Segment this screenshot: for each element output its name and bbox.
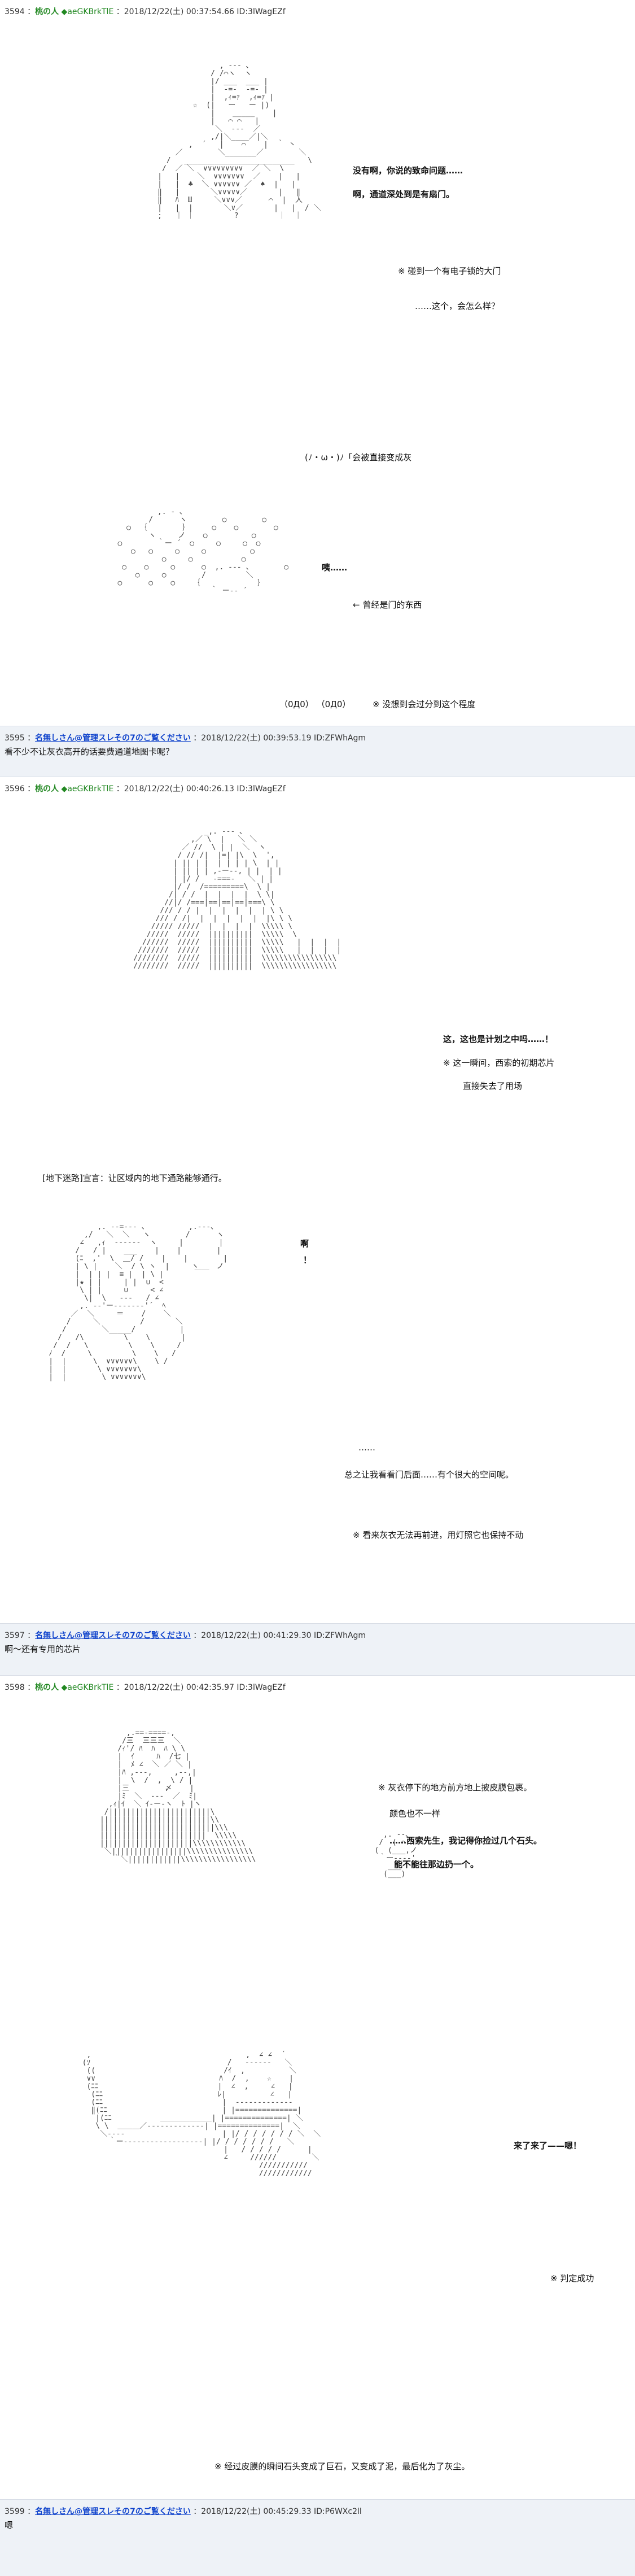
poster-name: 桃の人 (35, 784, 59, 794)
post-number: 3598 (5, 1683, 25, 1692)
post-id: ID:ZFWhAgm (313, 734, 366, 743)
post-date: 2018/12/22(土) 00:42:35.97 (124, 1683, 234, 1692)
post-date: 2018/12/22(土) 00:37:54.66 (124, 7, 234, 16)
poster-trip: ◆aeGKBrkTlE (61, 1683, 114, 1692)
dialogue-line: 这，这也是计划之中吗……！ (443, 1034, 554, 1044)
bubble-text: ！ (303, 1255, 312, 1265)
post-id: ID:3lWagEZf (237, 784, 286, 794)
reply-text: 嗯 (5, 2520, 14, 2530)
dialogue-line: 咦…… (322, 563, 348, 573)
post-number: 3594 (5, 7, 25, 16)
post-3594: 3594 ：桃の人 ◆aeGKBrkTlE ：2018/12/22(土) 00:… (0, 0, 635, 726)
dialogue-line: 来了来了——嗯！ (514, 2141, 582, 2151)
ascii-art-dust: ,. - ､ / ヽ ○ ○ ○ ｛ ｝ ○ ○ ○ ヽ ノ ○ ○ ○ ｀ー … (117, 508, 289, 595)
narration-line: 直接失去了用场 (463, 1081, 523, 1091)
reaction-faces: （0Д0） （0Д0） (279, 699, 351, 709)
dialogue-line: 总之让我看看门后面……有个很大的空间呢。 (344, 1470, 514, 1480)
post-number: 3595 (5, 734, 25, 743)
post-header: 3596 ：桃の人 ◆aeGKBrkTlE ：2018/12/22(土) 00:… (5, 784, 286, 794)
post-header: 3598 ：桃の人 ◆aeGKBrkTlE ：2018/12/22(土) 00:… (5, 1683, 286, 1692)
post-3595: 3595 ：名無しさん@管理スレその7のご覧ください ：2018/12/22(土… (0, 726, 635, 777)
ascii-art-figure-crouching: ,.==‐====‐, /三 三三三 ＼ /ｨ'/ ﾊ ﾊ ﾊ \ \ | ｲ … (99, 1729, 256, 1864)
ascii-art-figure: , -‐- ､ / /⌒ヽ ヽ |/ ___ ___ | | ‐=‐ ‐=‐ |… (157, 62, 321, 220)
post-date: 2018/12/22(土) 00:45:29.33 (201, 2507, 312, 2516)
dialogue-line: …… (358, 1442, 375, 1453)
post-date: 2018/12/22(土) 00:41:29.30 (201, 1631, 312, 1640)
post-number: 3596 (5, 784, 25, 794)
poster-name-link[interactable]: 名無しさん@管理スレその7のご覧ください (35, 2507, 191, 2516)
post-3597: 3597 ：名無しさん@管理スレその7のご覧ください ：2018/12/22(土… (0, 1624, 635, 1675)
narration-line: ※ 经过皮膜的瞬间石头变成了巨石，又变成了泥，最后化为了灰尘。 (214, 2461, 470, 2472)
dialogue-line: 能不能往那边扔一个。 (394, 1859, 479, 1869)
poster-trip: ◆aeGKBrkTlE (61, 7, 114, 16)
reply-text: 啊～还有专用的芯片 (5, 1644, 81, 1654)
post-header: 3595 ：名無しさん@管理スレその7のご覧ください ：2018/12/22(土… (5, 734, 366, 743)
poster-name-link[interactable]: 名無しさん@管理スレその7のご覧ください (35, 1631, 191, 1640)
poster-trip: ◆aeGKBrkTlE (61, 784, 114, 794)
ascii-art-cloaked-figure: _,. -‐- ､ ,／ \ | ＼ ＼ ／ // \ | | ＼ ヽ / //… (133, 827, 341, 970)
ascii-art-cat-creature: ,. ‐-､ / ( ⌒ ﾚ ( (___,ノ ｀ー‐‐-‐' ___ (___… (374, 1830, 418, 1878)
dialogue-line: (ﾉ・ω・)ﾉ「会被直接变成灰 (305, 452, 412, 463)
post-date: 2018/12/22(土) 00:40:26.13 (124, 784, 234, 794)
post-id: ID:3lWagEZf (237, 1683, 286, 1692)
post-3596: 3596 ：桃の人 ◆aeGKBrkTlE ：2018/12/22(土) 00:… (0, 777, 635, 1623)
ascii-art-girl-with-bubble: ,. ‐‐=‐‐- 、 ,.-‐-､ ,/ ＼ ＼ ヽ / ヽ ∠ ,ｨ ‐‐‐… (49, 1223, 228, 1381)
card-declaration: [地下迷路]宣言：让区域内的地下通路能够通行。 (42, 1173, 227, 1183)
narration-line: ※ 看来灰衣无法再前进，用灯照它也保持不动 (353, 1530, 524, 1540)
post-divider (0, 1675, 635, 1676)
dialogue-line: 啊，通道深处到是有扇门。 (353, 189, 455, 199)
post-id: ID:ZFWhAgm (313, 1631, 366, 1640)
narration-line: ※ 这一瞬间，西索的初期芯片 (443, 1058, 555, 1068)
poster-name: 桃の人 (35, 7, 59, 16)
post-number: 3597 (5, 1631, 25, 1640)
post-header: 3599 ：名無しさん@管理スレその7のご覧ください ：2018/12/22(土… (5, 2507, 362, 2516)
narration-line: ※ 判定成功 (550, 2273, 594, 2283)
post-header: 3594 ：桃の人 ◆aeGKBrkTlE ：2018/12/22(土) 00:… (5, 7, 286, 16)
narration-line: ※ 没想到会过分到这个程度 (373, 699, 476, 709)
narration-line: ※ 灰衣停下的地方前方地上披皮膜包裹。 (378, 1782, 532, 1793)
post-3598: 3598 ：桃の人 ◆aeGKBrkTlE ：2018/12/22(土) 00:… (0, 1676, 635, 2499)
narration-line: 颜色也不一样 (389, 1808, 441, 1819)
post-date: 2018/12/22(土) 00:39:53.19 (201, 734, 312, 743)
poster-name-link[interactable]: 名無しさん@管理スレその7のご覧ください (35, 734, 191, 743)
dialogue-line: ……这个，会怎么样？ (415, 301, 500, 311)
dialogue-line: 没有啊，你说的致命问题…… (353, 165, 463, 176)
dialogue-line: ……西索先生，我记得你捡过几个石头。 (389, 1836, 542, 1846)
post-number: 3599 (5, 2507, 25, 2516)
post-3599: 3599 ：名無しさん@管理スレその7のご覧ください ：2018/12/22(土… (0, 2500, 635, 2576)
post-divider (0, 1623, 635, 1624)
narration-line: ← 曾经是门的东西 (353, 600, 422, 610)
post-header: 3597 ：名無しさん@管理スレその7のご覧ください ：2018/12/22(土… (5, 1631, 366, 1640)
poster-name: 桃の人 (35, 1683, 59, 1692)
post-divider (0, 2499, 635, 2500)
reply-text: 看不少不让灰衣高开的话要费通道地图卡呢？ (5, 747, 174, 757)
ascii-art-throw-scene: , , ∠ ∠ ´ (ｿ / ‐‐--‐‐ ＼ (( /ｲ , ＼ ∨∨ ﾊ /… (82, 2051, 321, 2178)
bubble-text: 啊 (300, 1239, 309, 1249)
post-id: ID:3lWagEZf (237, 7, 286, 16)
narration-line: ※ 碰到一个有电子锁的大门 (398, 266, 501, 276)
post-id: ID:P6WXc2ll (313, 2507, 362, 2516)
